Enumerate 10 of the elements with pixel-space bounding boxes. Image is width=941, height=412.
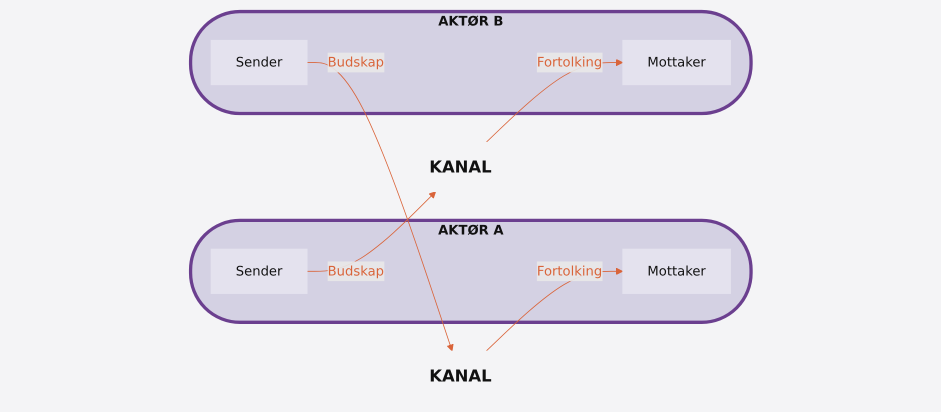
edge-label: Budskap [327, 54, 384, 70]
node-box: Sender [210, 40, 308, 86]
node-box: Mottaker [622, 40, 731, 86]
edge-label: Fortolking [536, 263, 602, 279]
node-text: KANAL [428, 366, 492, 386]
edge-label: Budskap [327, 263, 384, 279]
node-box: Sender [210, 248, 308, 294]
node-text: KANAL [428, 157, 492, 177]
node-box: Mottaker [622, 248, 731, 294]
edge-label: Fortolking [536, 54, 602, 70]
